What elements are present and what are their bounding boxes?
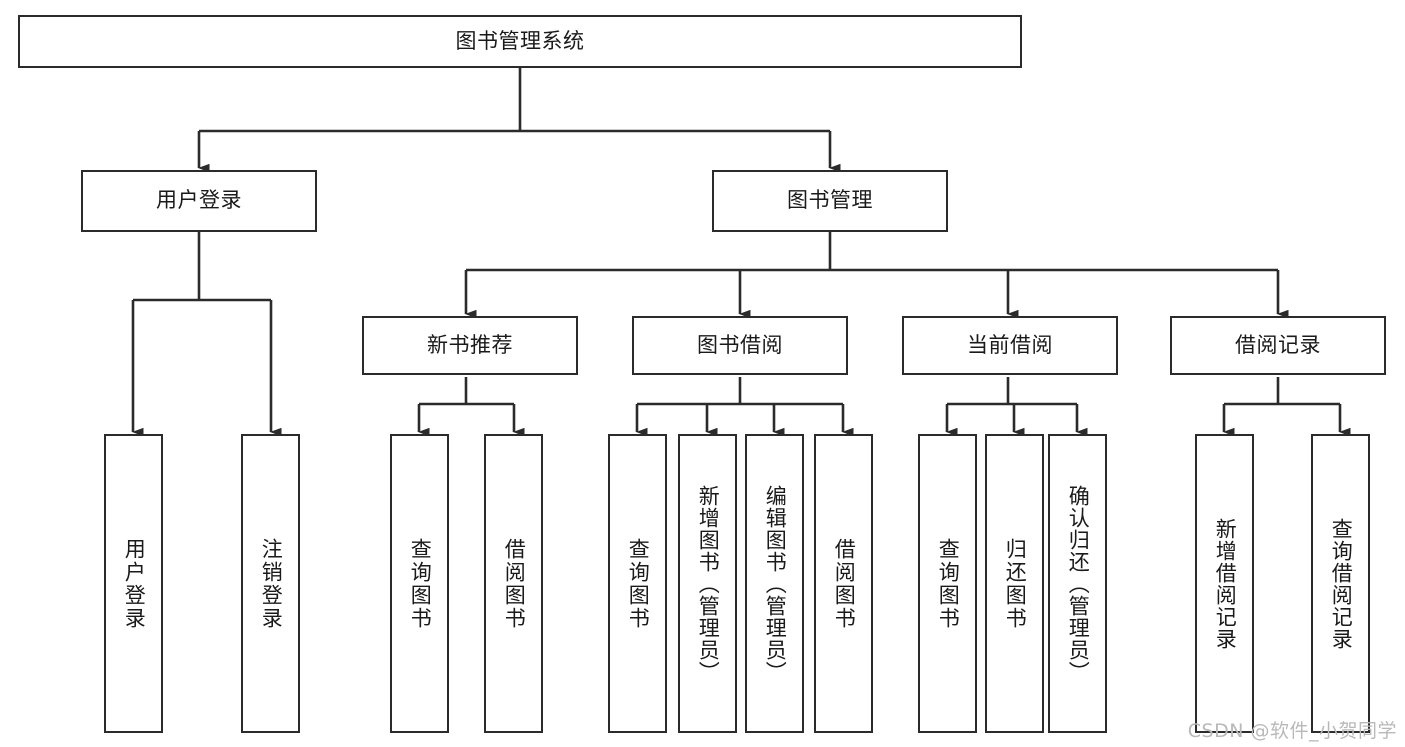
node-book-manage-label: 图书管理 [787, 188, 873, 213]
node-new-book-recommend-label: 新书推荐 [427, 332, 513, 357]
node-root-label: 图书管理系统 [455, 28, 585, 53]
node-user-login[interactable]: 用户登录 [81, 170, 317, 232]
node-leaf-user-login-label: 用户登录 [122, 537, 147, 630]
node-leaf-user-logout-label: 注销登录 [259, 537, 284, 630]
node-leaf-query-book-1-label: 查询图书 [408, 537, 433, 630]
node-book-borrow[interactable]: 图书借阅 [632, 316, 848, 375]
node-current-borrow-label: 当前借阅 [967, 332, 1053, 357]
node-root[interactable]: 图书管理系统 [18, 15, 1022, 68]
node-leaf-query-book-1[interactable]: 查询图书 [390, 434, 449, 733]
node-leaf-return-book-label: 归还图书 [1003, 537, 1028, 630]
node-leaf-user-login[interactable]: 用户登录 [104, 434, 163, 733]
node-book-manage[interactable]: 图书管理 [712, 170, 948, 232]
node-leaf-borrow-book-2[interactable]: 借阅图书 [814, 434, 873, 733]
node-current-borrow[interactable]: 当前借阅 [902, 316, 1118, 375]
node-book-borrow-label: 图书借阅 [697, 332, 783, 357]
node-new-book-recommend[interactable]: 新书推荐 [362, 316, 578, 375]
node-leaf-edit-book-label: 编辑图书（管理员） [763, 484, 788, 683]
node-leaf-query-book-3-label: 查询图书 [936, 537, 961, 630]
csdn-watermark: CSDN @软件_小贺同学 [1187, 720, 1397, 742]
node-user-login-label: 用户登录 [156, 188, 242, 213]
node-leaf-borrow-book-1-label: 借阅图书 [502, 537, 527, 630]
node-leaf-confirm-return[interactable]: 确认归还（管理员） [1048, 434, 1107, 733]
node-leaf-edit-book[interactable]: 编辑图书（管理员） [745, 434, 804, 733]
node-leaf-confirm-return-label: 确认归还（管理员） [1066, 484, 1091, 683]
node-leaf-return-book[interactable]: 归还图书 [985, 434, 1044, 733]
node-leaf-add-record-label: 新增借阅记录 [1213, 517, 1238, 650]
node-leaf-query-record-label: 查询借阅记录 [1329, 517, 1354, 650]
node-leaf-borrow-book-2-label: 借阅图书 [832, 537, 857, 630]
node-leaf-query-book-3[interactable]: 查询图书 [918, 434, 977, 733]
node-leaf-add-book[interactable]: 新增图书（管理员） [678, 434, 737, 733]
node-borrow-record[interactable]: 借阅记录 [1170, 316, 1386, 375]
node-leaf-query-book-2-label: 查询图书 [626, 537, 651, 630]
node-leaf-user-logout[interactable]: 注销登录 [241, 434, 300, 733]
node-leaf-add-record[interactable]: 新增借阅记录 [1195, 434, 1254, 733]
node-leaf-query-book-2[interactable]: 查询图书 [608, 434, 667, 733]
node-leaf-borrow-book-1[interactable]: 借阅图书 [484, 434, 543, 733]
node-leaf-add-book-label: 新增图书（管理员） [696, 484, 721, 683]
node-leaf-query-record[interactable]: 查询借阅记录 [1311, 434, 1370, 733]
node-borrow-record-label: 借阅记录 [1235, 332, 1321, 357]
